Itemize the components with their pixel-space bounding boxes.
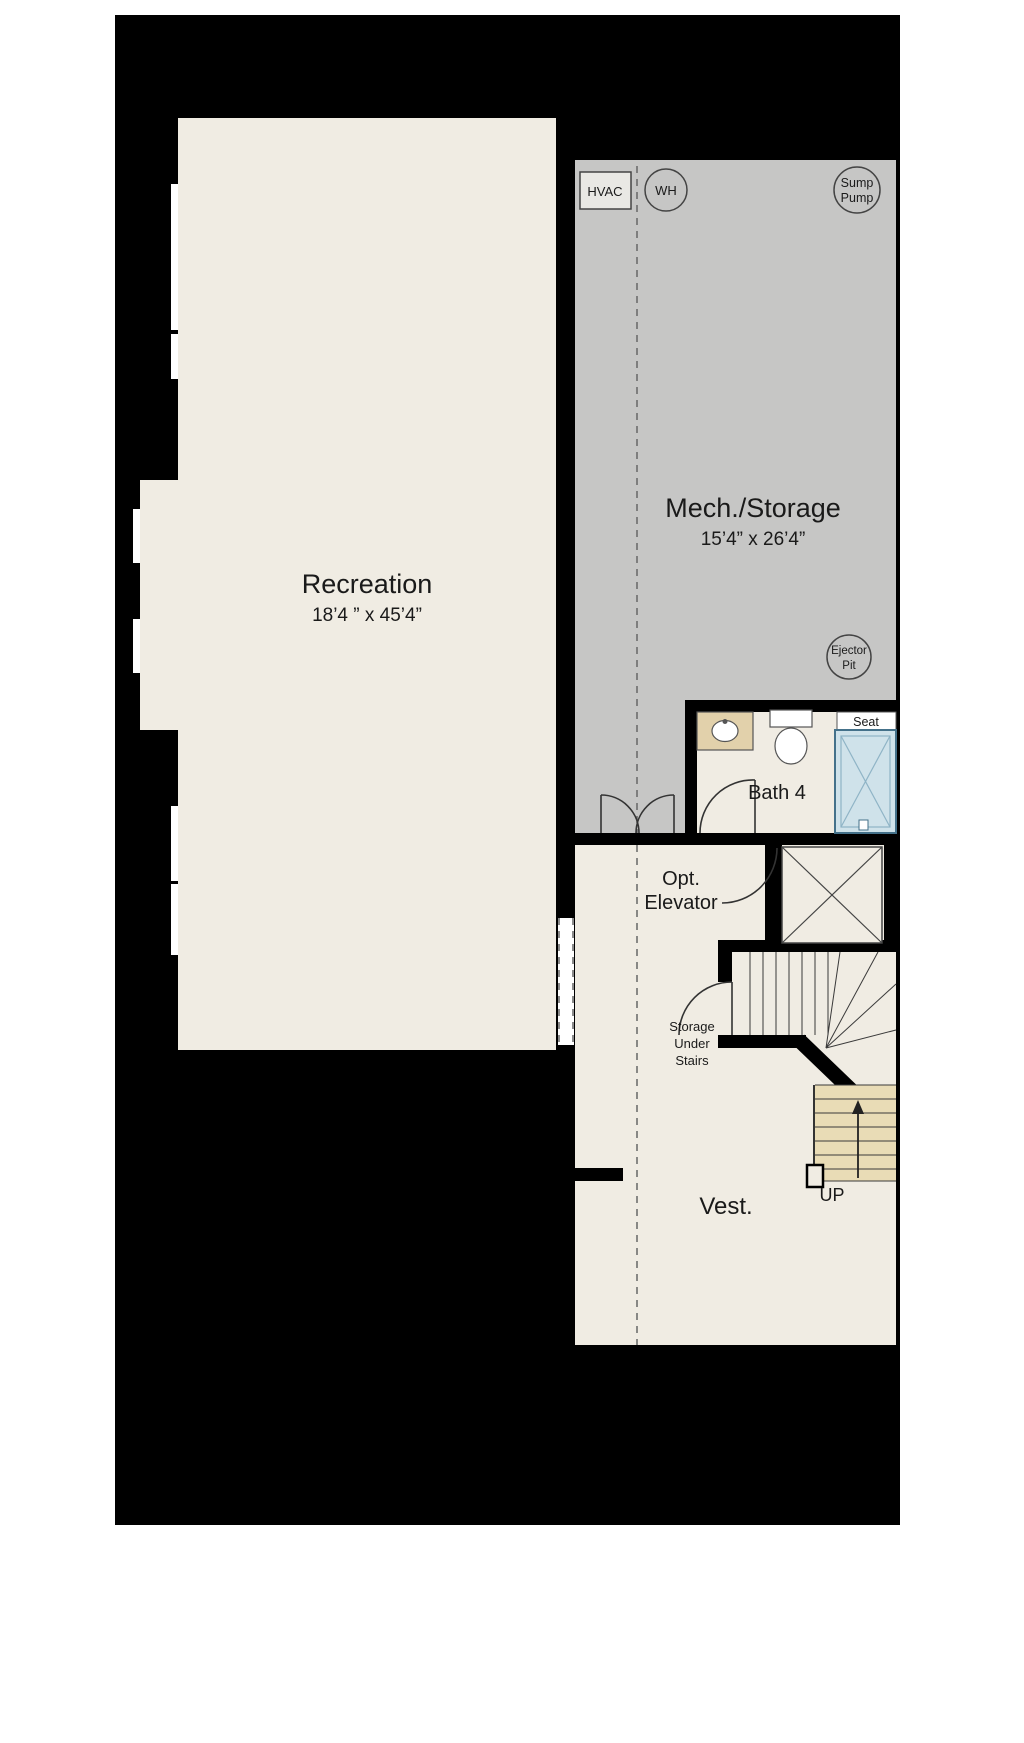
stair-winder-tread xyxy=(825,1029,897,1049)
up-arrow-head xyxy=(852,1100,864,1114)
window-opening xyxy=(133,619,140,673)
elevator-left-wall xyxy=(765,845,782,950)
mechanical-equipment xyxy=(579,166,881,680)
recreation-label: Recreation xyxy=(302,569,433,599)
ejector-pit xyxy=(826,634,872,680)
stairs xyxy=(749,951,897,1189)
doors xyxy=(600,779,778,1036)
elevator-label-line2: Elevator xyxy=(644,892,718,914)
stair-lower-flight xyxy=(815,1085,896,1181)
water-heater xyxy=(644,168,688,212)
elevator-right-wall xyxy=(884,845,896,950)
up-label: UP xyxy=(819,1185,844,1205)
double-door-swing xyxy=(600,794,640,834)
elevator-shaft-cross xyxy=(781,846,883,944)
mech-storage-label: Mech./Storage xyxy=(665,493,841,523)
stair-diagonal-wall xyxy=(793,1034,857,1096)
vestibule-wall-stub xyxy=(575,1168,623,1181)
bath-fixtures xyxy=(696,709,897,834)
elevator-shaft xyxy=(781,846,883,944)
wall-segment xyxy=(676,833,700,845)
window-opening xyxy=(171,884,178,955)
labels: Recreation 18’4 ” x 45’4” Mech./Storage … xyxy=(302,176,880,1220)
sump-pump-label-line2: Pump xyxy=(841,191,874,205)
wall-segment xyxy=(575,833,599,845)
recreation-floor xyxy=(178,118,556,1050)
mech-storage-floor-lower xyxy=(575,700,685,833)
stair-bottom-wall xyxy=(718,1035,806,1048)
window-opening xyxy=(171,334,178,379)
recreation-dimensions: 18’4 ” x 45’4” xyxy=(312,605,422,626)
mech-storage-dimensions: 15’4” x 26’4” xyxy=(701,529,806,550)
shower-seat-label: Seat xyxy=(853,715,879,729)
ejector-pit-label-line2: Pit xyxy=(842,660,856,672)
cased-opening-gap xyxy=(558,918,574,1045)
window-openings xyxy=(133,184,178,955)
cased-opening xyxy=(558,918,574,1045)
window-opening xyxy=(171,806,178,881)
stair-winder-tread xyxy=(825,951,841,1049)
recreation-floor-extension xyxy=(140,480,180,730)
hvac-unit xyxy=(579,171,632,210)
bath-top-wall xyxy=(685,700,896,712)
shower-drain xyxy=(858,819,869,831)
bath-door-swing xyxy=(699,779,756,834)
stair-newel-post xyxy=(805,1163,825,1189)
water-heater-label: WH xyxy=(655,183,677,198)
ejector-pit-label-line1: Ejector xyxy=(831,645,867,657)
bath-label: Bath 4 xyxy=(748,782,806,804)
window-opening xyxy=(171,184,178,330)
sump-pump xyxy=(833,166,881,214)
wall-segment xyxy=(755,833,896,845)
bath-left-wall xyxy=(685,700,697,833)
double-door-swing xyxy=(635,794,675,834)
storage-under-stairs-line2: Under xyxy=(674,1036,710,1051)
stair-winder-tread xyxy=(825,951,879,1049)
storage-under-stairs-line3: Stairs xyxy=(675,1053,709,1068)
toilet-bowl xyxy=(774,727,808,765)
stair-left-wall-stub xyxy=(718,952,732,982)
storage-door-swing xyxy=(678,981,733,1036)
vestibule-label: Vest. xyxy=(699,1193,752,1220)
hvac-label: HVAC xyxy=(587,184,622,199)
shower-cross xyxy=(840,735,891,828)
mech-storage-floor xyxy=(575,160,896,700)
storage-under-stairs-line1: Storage xyxy=(669,1019,715,1034)
interior-walls xyxy=(575,700,896,1181)
elevator-door-swing xyxy=(721,847,778,904)
window-opening xyxy=(133,509,140,563)
stair-winder-tread xyxy=(825,983,897,1049)
toilet-tank xyxy=(769,709,813,728)
elevator-label-line1: Opt. xyxy=(662,868,700,890)
faucet-icon xyxy=(722,719,728,724)
sump-pump-label-line1: Sump xyxy=(841,176,874,190)
